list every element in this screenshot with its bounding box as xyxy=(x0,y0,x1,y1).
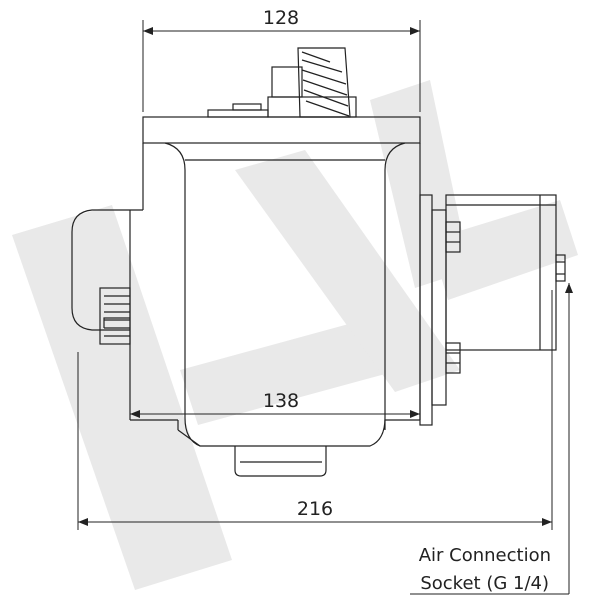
callout-line-1: Air Connection xyxy=(419,545,551,566)
left-housing xyxy=(71,209,143,331)
dimension-mid-width: 138 xyxy=(263,390,299,412)
dimension-overall-width: 216 xyxy=(297,498,333,520)
bottom-foot xyxy=(234,446,327,477)
dimension-top-width: 128 xyxy=(263,7,299,29)
bolt-top xyxy=(445,221,461,253)
helical-gear xyxy=(297,47,351,118)
dimension-lines xyxy=(77,20,573,595)
part-outline xyxy=(71,47,566,477)
air-socket xyxy=(555,254,566,282)
bolt-bottom xyxy=(445,342,461,374)
inner-body xyxy=(164,142,406,447)
callout-line-2: Socket (G 1/4) xyxy=(420,573,549,594)
watermark-logo xyxy=(12,80,578,590)
